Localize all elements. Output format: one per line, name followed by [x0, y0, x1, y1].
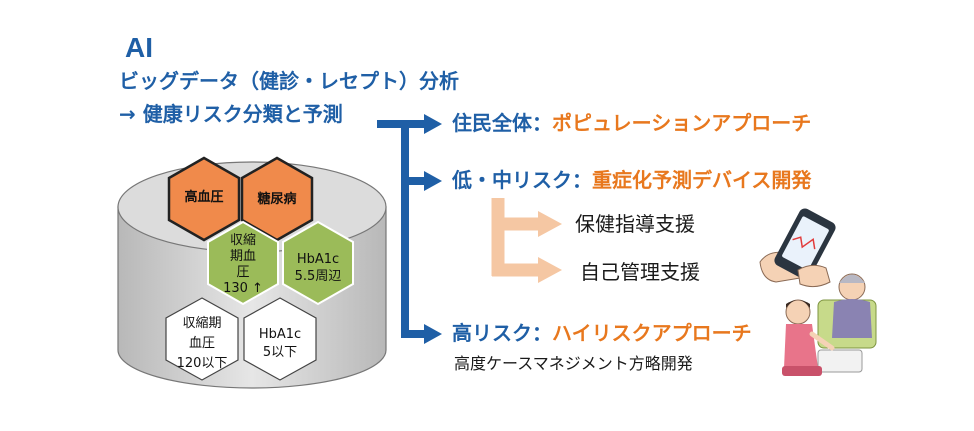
row-population-value: ポピュレーションアプローチ: [552, 111, 812, 135]
hex-label-diabetes: 糖尿病: [242, 192, 312, 208]
row-low-mid-label: 低・中リスク：: [452, 168, 592, 192]
branch-arrowheads: [424, 114, 442, 344]
hex-text: 糖尿病: [257, 192, 297, 207]
row-high-risk-value: ハイリスクアプローチ: [552, 321, 752, 345]
row-high-risk-label: 高リスク：: [452, 321, 552, 345]
branch-arrow: [377, 120, 426, 338]
hex-label-hba1c-5: HbA1c 5以下: [244, 326, 316, 362]
hex-label-hba1c-55: HbA1c 5.5周辺: [283, 251, 353, 285]
hex-text: HbA1c: [296, 252, 340, 267]
hex-label-systolic-120: 収縮期 血圧 120以下: [166, 314, 238, 374]
row-population-label: 住民全体：: [452, 111, 552, 135]
analysis-line: ビッグデータ（健診・レセプト）分析: [119, 69, 459, 93]
sub-health-guidance: 保健指導支援: [575, 212, 695, 236]
sub-self-management: 自己管理支援: [580, 260, 700, 284]
hex-text: 高血圧: [184, 190, 224, 205]
hexagon-diabetes: [240, 156, 314, 242]
row-population: 住民全体：ポピュレーションアプローチ: [452, 113, 811, 133]
nurse-with-elderly-icon: [782, 273, 877, 376]
hex-text: 期血: [229, 249, 256, 264]
hexagon-hba1c-5: [243, 297, 317, 381]
row-high-risk: 高リスク：ハイリスクアプローチ: [452, 323, 752, 343]
row-low-mid-value: 重症化予測デバイス開発: [592, 168, 812, 192]
hex-text: HbA1c: [258, 327, 302, 342]
sub-branch-arrowheads: [538, 211, 562, 283]
hex-text: 5以下: [262, 345, 298, 360]
case-management-note: 高度ケースマネジメント方略開発: [454, 354, 693, 373]
hexagon-systolic-130: [207, 220, 279, 306]
hex-text: 収縮: [229, 233, 256, 248]
classification-line: → 健康リスク分類と予測: [119, 102, 343, 126]
hex-text: 収縮期: [182, 316, 222, 331]
hex-text: 120以下: [176, 356, 228, 371]
ai-title: AI: [125, 32, 153, 63]
smartphone-icon: [759, 208, 836, 288]
hex-text: 血圧: [188, 336, 215, 351]
hex-text: 圧: [236, 265, 250, 280]
row-low-mid-risk: 低・中リスク：重症化予測デバイス開発: [452, 170, 811, 190]
hex-text: 130 ↑: [223, 281, 263, 296]
hexagon-hba1c-55: [282, 220, 354, 306]
hex-label-hypertension: 高血圧: [169, 190, 239, 206]
hexagon-systolic-120: [165, 297, 239, 381]
hex-text: 5.5周辺: [294, 269, 342, 284]
sub-branch-arrow: [491, 198, 540, 277]
hex-label-systolic-130: 収縮 期血 圧 130 ↑: [208, 233, 278, 297]
hexagon-hypertension: [167, 156, 241, 242]
